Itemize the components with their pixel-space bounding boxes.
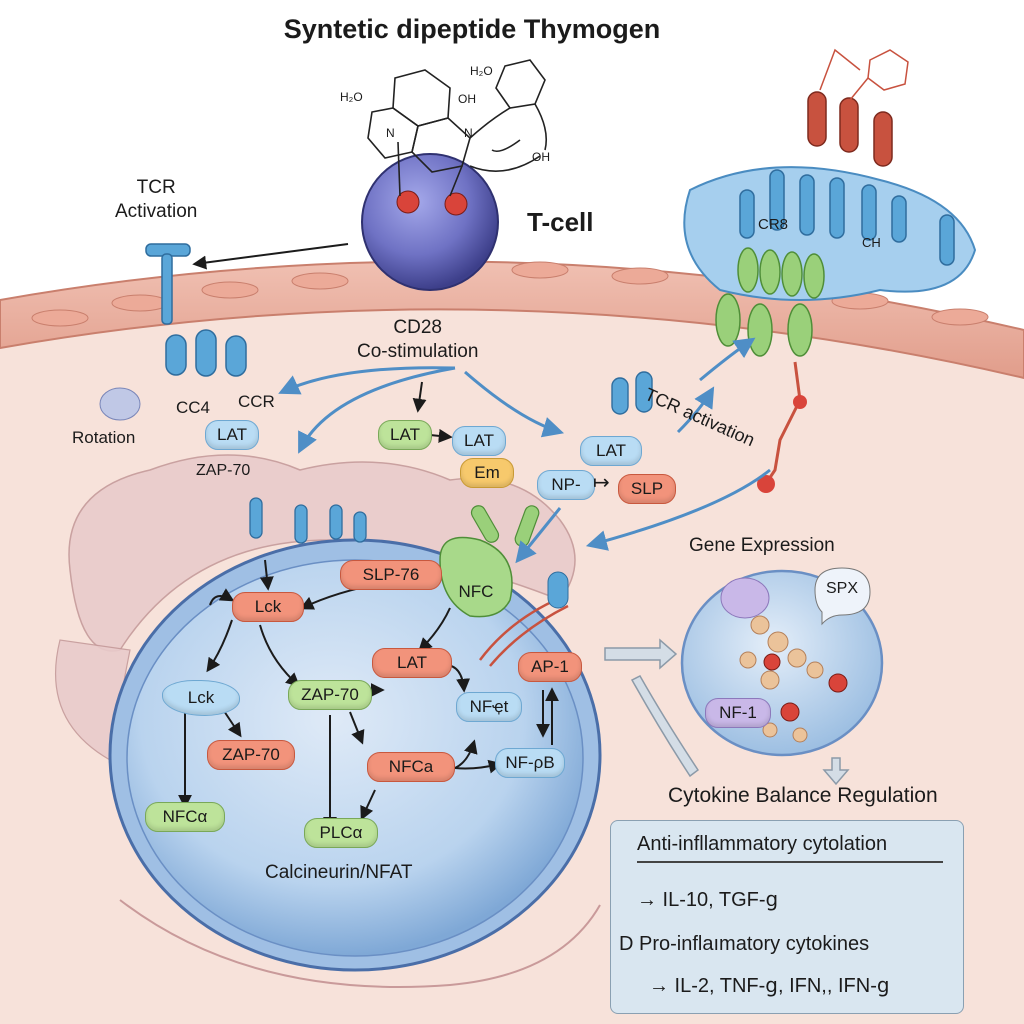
header-divider (637, 861, 943, 863)
red-node-1 (793, 395, 807, 409)
receptor-dot-1 (396, 190, 420, 214)
pill-em: Em (460, 458, 514, 488)
left-tcr-receptor (145, 243, 247, 377)
molecule-h2o-left: H₂O (340, 90, 363, 104)
label-t-cell: T-cell (527, 207, 594, 237)
label-calcineurin-nfat: Calcineurin/NFAT (265, 862, 413, 883)
endoplasmic-reticulum (68, 454, 576, 652)
pill-lat-right: LAT (580, 436, 642, 466)
gene-red-nodes (763, 653, 848, 722)
red-node-2 (757, 475, 775, 493)
gene-purple-head (720, 577, 770, 619)
pill-lat-nucleus: LAT (372, 648, 452, 678)
pill-lat-green: LAT (378, 420, 432, 450)
thymogen-molecule (367, 59, 548, 197)
pill-lck-main: Lck (232, 592, 304, 622)
label-ccr: CCR (238, 392, 275, 411)
pill-nfkb-top: NFҿt (456, 692, 522, 722)
molecule-n-left: N (386, 126, 395, 140)
lat-receptor-helix (611, 371, 653, 415)
flow-arrows-blue (278, 337, 771, 564)
pill-ap1: AP-1 (518, 652, 582, 682)
rotation-blob (99, 387, 141, 421)
pill-lat-blue: LAT (452, 426, 506, 456)
pill-nfpb: NF-ρB (495, 748, 565, 778)
label-ch: CH (862, 235, 881, 250)
label-gene-expression: Gene Expression (689, 535, 835, 556)
pill-nfca-red: NFCa (367, 752, 455, 782)
pill-nf1: NF-1 (705, 698, 771, 728)
label-cr8: CR8 (758, 216, 789, 233)
red-receptor-stalks (807, 91, 893, 167)
nuclear-envelope-folds (119, 899, 601, 988)
gene-chromatin (737, 615, 824, 743)
pill-np: NP- (537, 470, 595, 500)
pro-inflammatory-header: D Pro-inflaımatory cytokines (619, 933, 870, 955)
label-rotation: Rotation (72, 428, 136, 447)
molecule-n-right: N (464, 126, 473, 140)
label-tcr-activation-top: TCR Activation (115, 177, 198, 222)
anti-inflammatory-items: → IL-10, TGF-ց (637, 889, 779, 911)
red-molecule-top (819, 48, 909, 101)
pro-inflammatory-items: → IL-2, TNF-ց, IFN,, IFN-ց (649, 975, 890, 997)
label-cc4: CC4 (176, 398, 211, 417)
receptor-dot-2 (444, 192, 468, 216)
nfc-green-receptor (439, 536, 513, 618)
pill-lck-blob: Lck (162, 680, 240, 716)
pill-nfca-green: NFCα (145, 802, 225, 832)
ap1-blue-helix (547, 571, 569, 609)
pill-zap70-green: ZAP-70 (288, 680, 372, 710)
pill-plca: PLCα (304, 818, 378, 848)
label-zap70-top: ZAP-70 (196, 462, 251, 479)
pill-slp76: SLP-76 (340, 560, 442, 590)
red-tether (763, 361, 802, 486)
label-cd28-costimulation: CD28 Co-stimulation (357, 317, 479, 362)
nucleus-surface-receptors (249, 497, 367, 544)
blue-receptor-helices (739, 169, 955, 266)
molecule-h2o-right: H₂O (470, 64, 493, 78)
molecule-oh-bottom: OH (532, 150, 550, 164)
label-cytokine-balance: Cytokine Balance Regulation (668, 784, 938, 807)
spx-bubble (814, 567, 871, 626)
pill-lat-left: LAT (205, 420, 259, 450)
diagram-title: Syntetic dipeptide Thymogen (283, 14, 661, 44)
molecule-oh-top: OH (458, 92, 476, 106)
label-spx: SPX (826, 580, 859, 597)
t-cell-sphere (361, 153, 499, 291)
anti-inflammatory-header: Anti-infllammatory cytolation (637, 833, 888, 855)
pill-slp: SLP (618, 474, 676, 504)
pill-nfc: NFC (458, 582, 494, 601)
pill-zap70-red: ZAP-70 (207, 740, 295, 770)
cytokine-summary-box: Anti-infllammatory cytolation → IL-10, T… (610, 820, 964, 1014)
np-slp-arrow: ↦ (593, 472, 610, 494)
